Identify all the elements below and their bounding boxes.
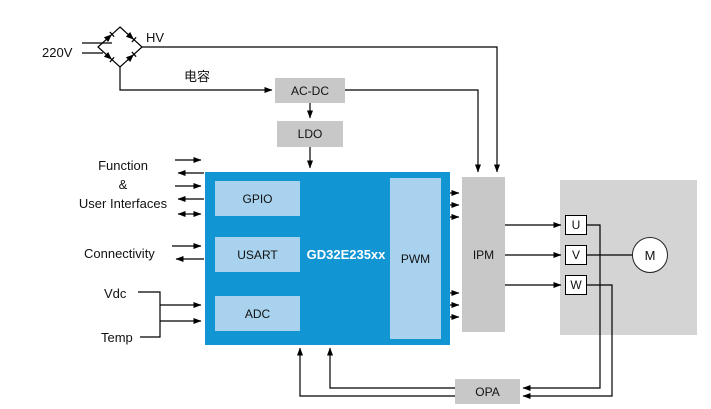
- gpio-block: GPIO: [215, 181, 300, 216]
- motor-circle: M: [632, 237, 668, 273]
- function-label-line1: Function: [98, 158, 148, 173]
- usart-block: USART: [215, 237, 300, 272]
- acdc-to-ipm-line: [345, 89, 481, 173]
- function-label-line2: &: [118, 177, 128, 192]
- bridge-rectifier-icon: [97, 26, 143, 68]
- mains-voltage-label: 220V: [42, 45, 73, 60]
- pwm-block: PWM: [390, 178, 441, 339]
- ipm-block: IPM: [462, 177, 505, 332]
- mcu-name-label: GD32E235xx: [306, 247, 386, 262]
- temp-label: Temp: [101, 330, 133, 345]
- connectivity-label: Connectivity: [84, 246, 155, 261]
- phase-w-box: W: [565, 275, 587, 295]
- hv-label: HV: [146, 30, 165, 45]
- vdc-temp-bus: [138, 291, 161, 338]
- phase-v-box: V: [565, 245, 587, 265]
- function-user-interfaces-label: Function & User Interfaces: [70, 156, 176, 213]
- adc-block: ADC: [215, 296, 300, 331]
- vdc-label: Vdc: [104, 286, 127, 301]
- acdc-block: AC-DC: [275, 78, 345, 103]
- opa-block: OPA: [455, 379, 520, 404]
- phase-u-box: U: [565, 215, 587, 235]
- capacitor-label: 电容: [184, 69, 211, 84]
- opa-to-mcu-line-2: [297, 347, 455, 397]
- function-label-line3: User Interfaces: [78, 196, 168, 211]
- opa-to-mcu-line-1: [327, 347, 455, 389]
- ldo-block: LDO: [277, 121, 343, 147]
